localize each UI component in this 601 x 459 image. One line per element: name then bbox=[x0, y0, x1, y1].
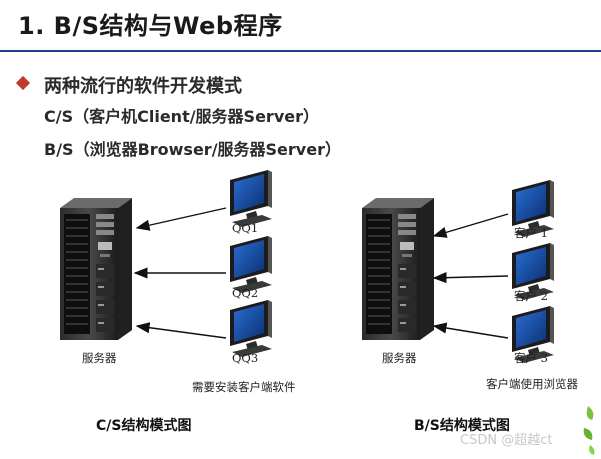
server-tower-icon bbox=[361, 197, 435, 341]
monitor-icon bbox=[230, 236, 272, 293]
diagram-note: 需要安装客户端软件 bbox=[192, 380, 296, 394]
connection-arrow bbox=[432, 213, 509, 238]
cs-definition: C/S（客户机Client/服务器Server） bbox=[44, 107, 319, 126]
client-label: QQ2 bbox=[232, 286, 258, 300]
bs-definition: B/S（浏览器Browser/服务器Server） bbox=[44, 140, 341, 159]
connection-arrow bbox=[135, 322, 227, 339]
bullet-heading: 两种流行的软件开发模式 bbox=[44, 76, 242, 97]
diagram-caption: B/S结构模式图 bbox=[414, 417, 510, 434]
diagram-note: 客户端使用浏览器 bbox=[486, 377, 578, 391]
server-label: 服务器 bbox=[382, 351, 417, 365]
monitor-icon bbox=[230, 170, 272, 227]
diagram-caption: C/S结构模式图 bbox=[96, 417, 191, 434]
watermark: CSDN @超越ct bbox=[460, 433, 552, 448]
connection-arrow bbox=[135, 207, 227, 231]
client-label: QQ1 bbox=[232, 221, 258, 235]
client-label: QQ3 bbox=[232, 351, 258, 365]
server-label: 服务器 bbox=[82, 351, 117, 365]
title-divider bbox=[0, 50, 601, 52]
cs-diagram: QQ1 QQ2 QQ3 服务器 需要安装客户端软件 C/S结构模式图 bbox=[59, 170, 296, 434]
bs-diagram: 客户 1 客户 2 客户 3 服务器 客户端使用浏览器 B/S结构模式图 bbox=[361, 180, 578, 434]
server-tower-icon bbox=[59, 197, 133, 341]
leaf-decoration-icon bbox=[583, 406, 595, 455]
connection-arrow bbox=[432, 322, 509, 339]
monitor-icon bbox=[230, 300, 272, 357]
client-label: 客户 2 bbox=[514, 289, 548, 303]
client-label: 客户 3 bbox=[514, 351, 548, 365]
connection-arrow bbox=[432, 272, 509, 284]
client-label: 客户 1 bbox=[514, 226, 548, 240]
slide-title: 1. B/S结构与Web程序 bbox=[18, 12, 283, 40]
